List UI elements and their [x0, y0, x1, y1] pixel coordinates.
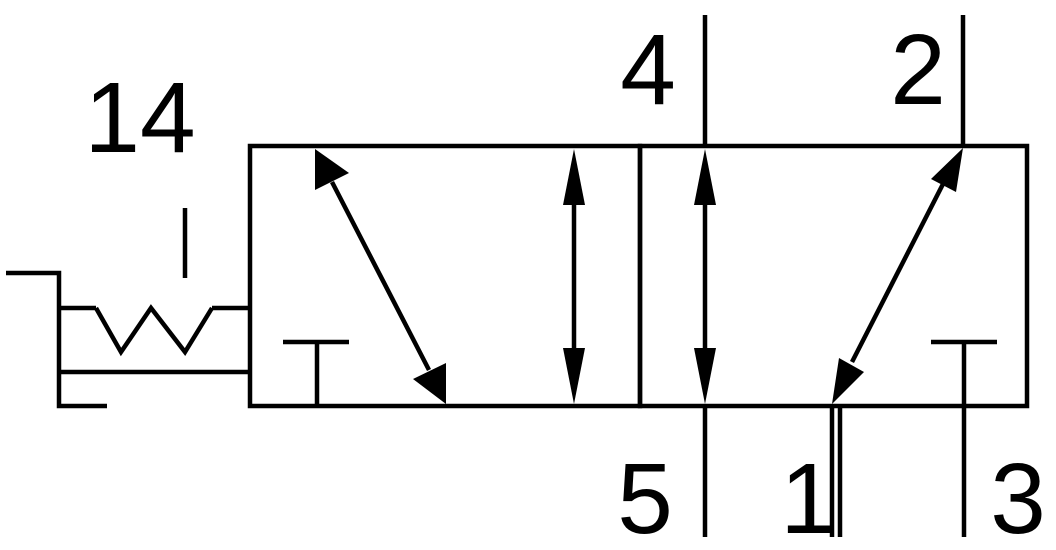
- arrowhead-diagonal-left-top: [315, 149, 349, 190]
- port-5-label: 5: [617, 443, 673, 550]
- arrowhead-diagonal-right-bottom: [832, 358, 864, 404]
- actuator-frame: [6, 270, 107, 409]
- arrowhead-vertical-left-bottom: [563, 348, 585, 404]
- spring-actuator: [6, 208, 250, 409]
- control-port-label: 14: [84, 62, 195, 174]
- port-1-label: 1: [780, 443, 836, 550]
- arrowhead-vertical-right-top: [694, 149, 716, 205]
- flow-diagonal-right: [849, 182, 946, 364]
- port-2-label: 2: [890, 14, 946, 126]
- spring-zigzag-icon: [94, 304, 214, 357]
- valve-body: [247, 143, 1030, 409]
- port-3-label: 3: [990, 443, 1046, 550]
- arrowhead-vertical-left-top: [563, 149, 585, 205]
- port-4-label: 4: [620, 14, 676, 126]
- arrowhead-vertical-right-bottom: [694, 348, 716, 404]
- right-square-paths: [694, 148, 997, 406]
- left-square-paths: [283, 149, 585, 406]
- arrowhead-diagonal-right-top: [931, 148, 963, 192]
- port-lines: [702, 15, 967, 537]
- flow-diagonal-left: [330, 180, 431, 372]
- arrowhead-diagonal-left-bottom: [413, 363, 446, 404]
